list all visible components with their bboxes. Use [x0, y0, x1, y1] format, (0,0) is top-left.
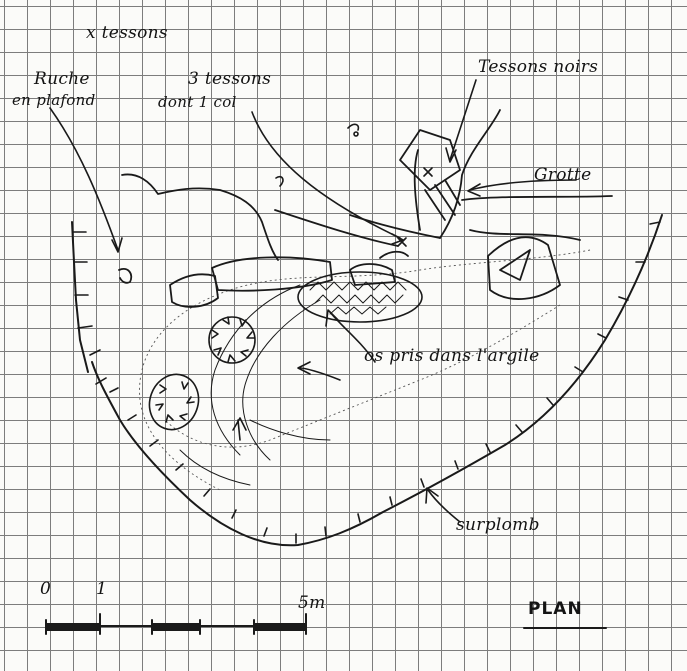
pit-lower — [148, 373, 200, 431]
plan-title: PLAN — [528, 599, 583, 619]
rock-blocks — [169, 250, 409, 308]
clay-bone-area — [297, 271, 423, 323]
grotte-passage — [274, 109, 613, 300]
scale-label-five: 5m — [298, 593, 326, 613]
contour-lines — [139, 249, 591, 491]
left-wall — [71, 221, 89, 373]
label-trois-tessons-line2: dont 1 col — [158, 93, 237, 111]
scale-bar — [45, 613, 307, 635]
label-ruche-line1: Ruche — [34, 69, 90, 89]
label-grotte: Grotte — [534, 165, 592, 185]
annotation-arrows — [49, 79, 577, 523]
scale-label-zero: 0 — [40, 579, 52, 599]
shelter-outline — [91, 214, 663, 547]
overhang-hachures — [109, 221, 661, 544]
top-rock-edge — [121, 173, 279, 261]
label-tessons: x tessons — [86, 23, 168, 43]
label-os-pris: os pris dans l'argile — [364, 346, 540, 366]
label-tessons-noirs: Tessons noirs — [478, 57, 599, 77]
label-surplomb: surplomb — [456, 515, 540, 535]
hive-mark — [118, 268, 133, 284]
left-wall-ticks — [72, 231, 107, 385]
sherd-marks — [275, 123, 433, 247]
label-trois-tessons-line1: 3 tessons — [188, 69, 272, 89]
pit-upper — [208, 316, 256, 364]
label-ruche-line2: en plafond — [12, 91, 96, 109]
scale-label-one: 1 — [96, 579, 108, 599]
